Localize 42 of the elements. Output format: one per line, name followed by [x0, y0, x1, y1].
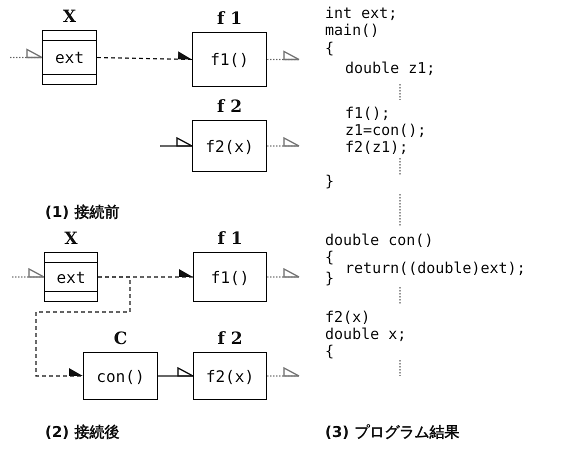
- function-name: f2(x): [206, 366, 254, 386]
- code-line: z1=con();: [345, 121, 426, 139]
- box-heading: f 2: [216, 98, 244, 116]
- code-line: }: [325, 172, 334, 190]
- variable-name: ext: [56, 268, 86, 286]
- code-line: {: [325, 248, 334, 266]
- code-line: double z1;: [345, 59, 436, 77]
- box-heading: C: [112, 330, 128, 348]
- panel-caption: (3) プログラム結果: [325, 423, 460, 441]
- stub-arrow: [160, 137, 193, 147]
- box-heading: X: [62, 8, 78, 26]
- variable-name: ext: [55, 48, 84, 67]
- code-line: double con(): [325, 231, 434, 249]
- panel-caption: (2) 接続後: [45, 423, 120, 441]
- function-name: f2(x): [205, 136, 254, 156]
- code-line: {: [325, 342, 334, 360]
- stub-arrow: [267, 367, 300, 377]
- function-name: f1(): [210, 50, 249, 69]
- code-line: int ext;: [325, 4, 398, 22]
- code-line: f2(z1);: [345, 138, 408, 156]
- stub-arrow: [12, 268, 45, 278]
- function-name: con(): [96, 366, 145, 386]
- code-line: f1();: [345, 104, 390, 122]
- code-line: {: [325, 39, 334, 57]
- arrow: [96, 51, 192, 60]
- code-line: return((double)ext);: [345, 259, 526, 277]
- box-heading: X: [63, 230, 79, 248]
- stub-arrow: [10, 48, 43, 58]
- box-heading: f 1: [216, 10, 244, 28]
- code-line: main(): [325, 21, 380, 39]
- stub-arrow: [267, 137, 300, 147]
- function-name: f1(): [210, 268, 250, 286]
- box-heading: f 2: [216, 330, 244, 348]
- box-heading: f 1: [216, 230, 244, 248]
- code-line: }: [325, 269, 334, 287]
- code-line: f2(x): [325, 308, 370, 326]
- arrow: [35, 276, 131, 377]
- code-line: double x;: [325, 325, 406, 343]
- panel-caption: (1) 接続前: [45, 203, 120, 221]
- arrow: [158, 367, 194, 377]
- stub-arrow: [267, 50, 300, 60]
- stub-arrow: [267, 268, 300, 278]
